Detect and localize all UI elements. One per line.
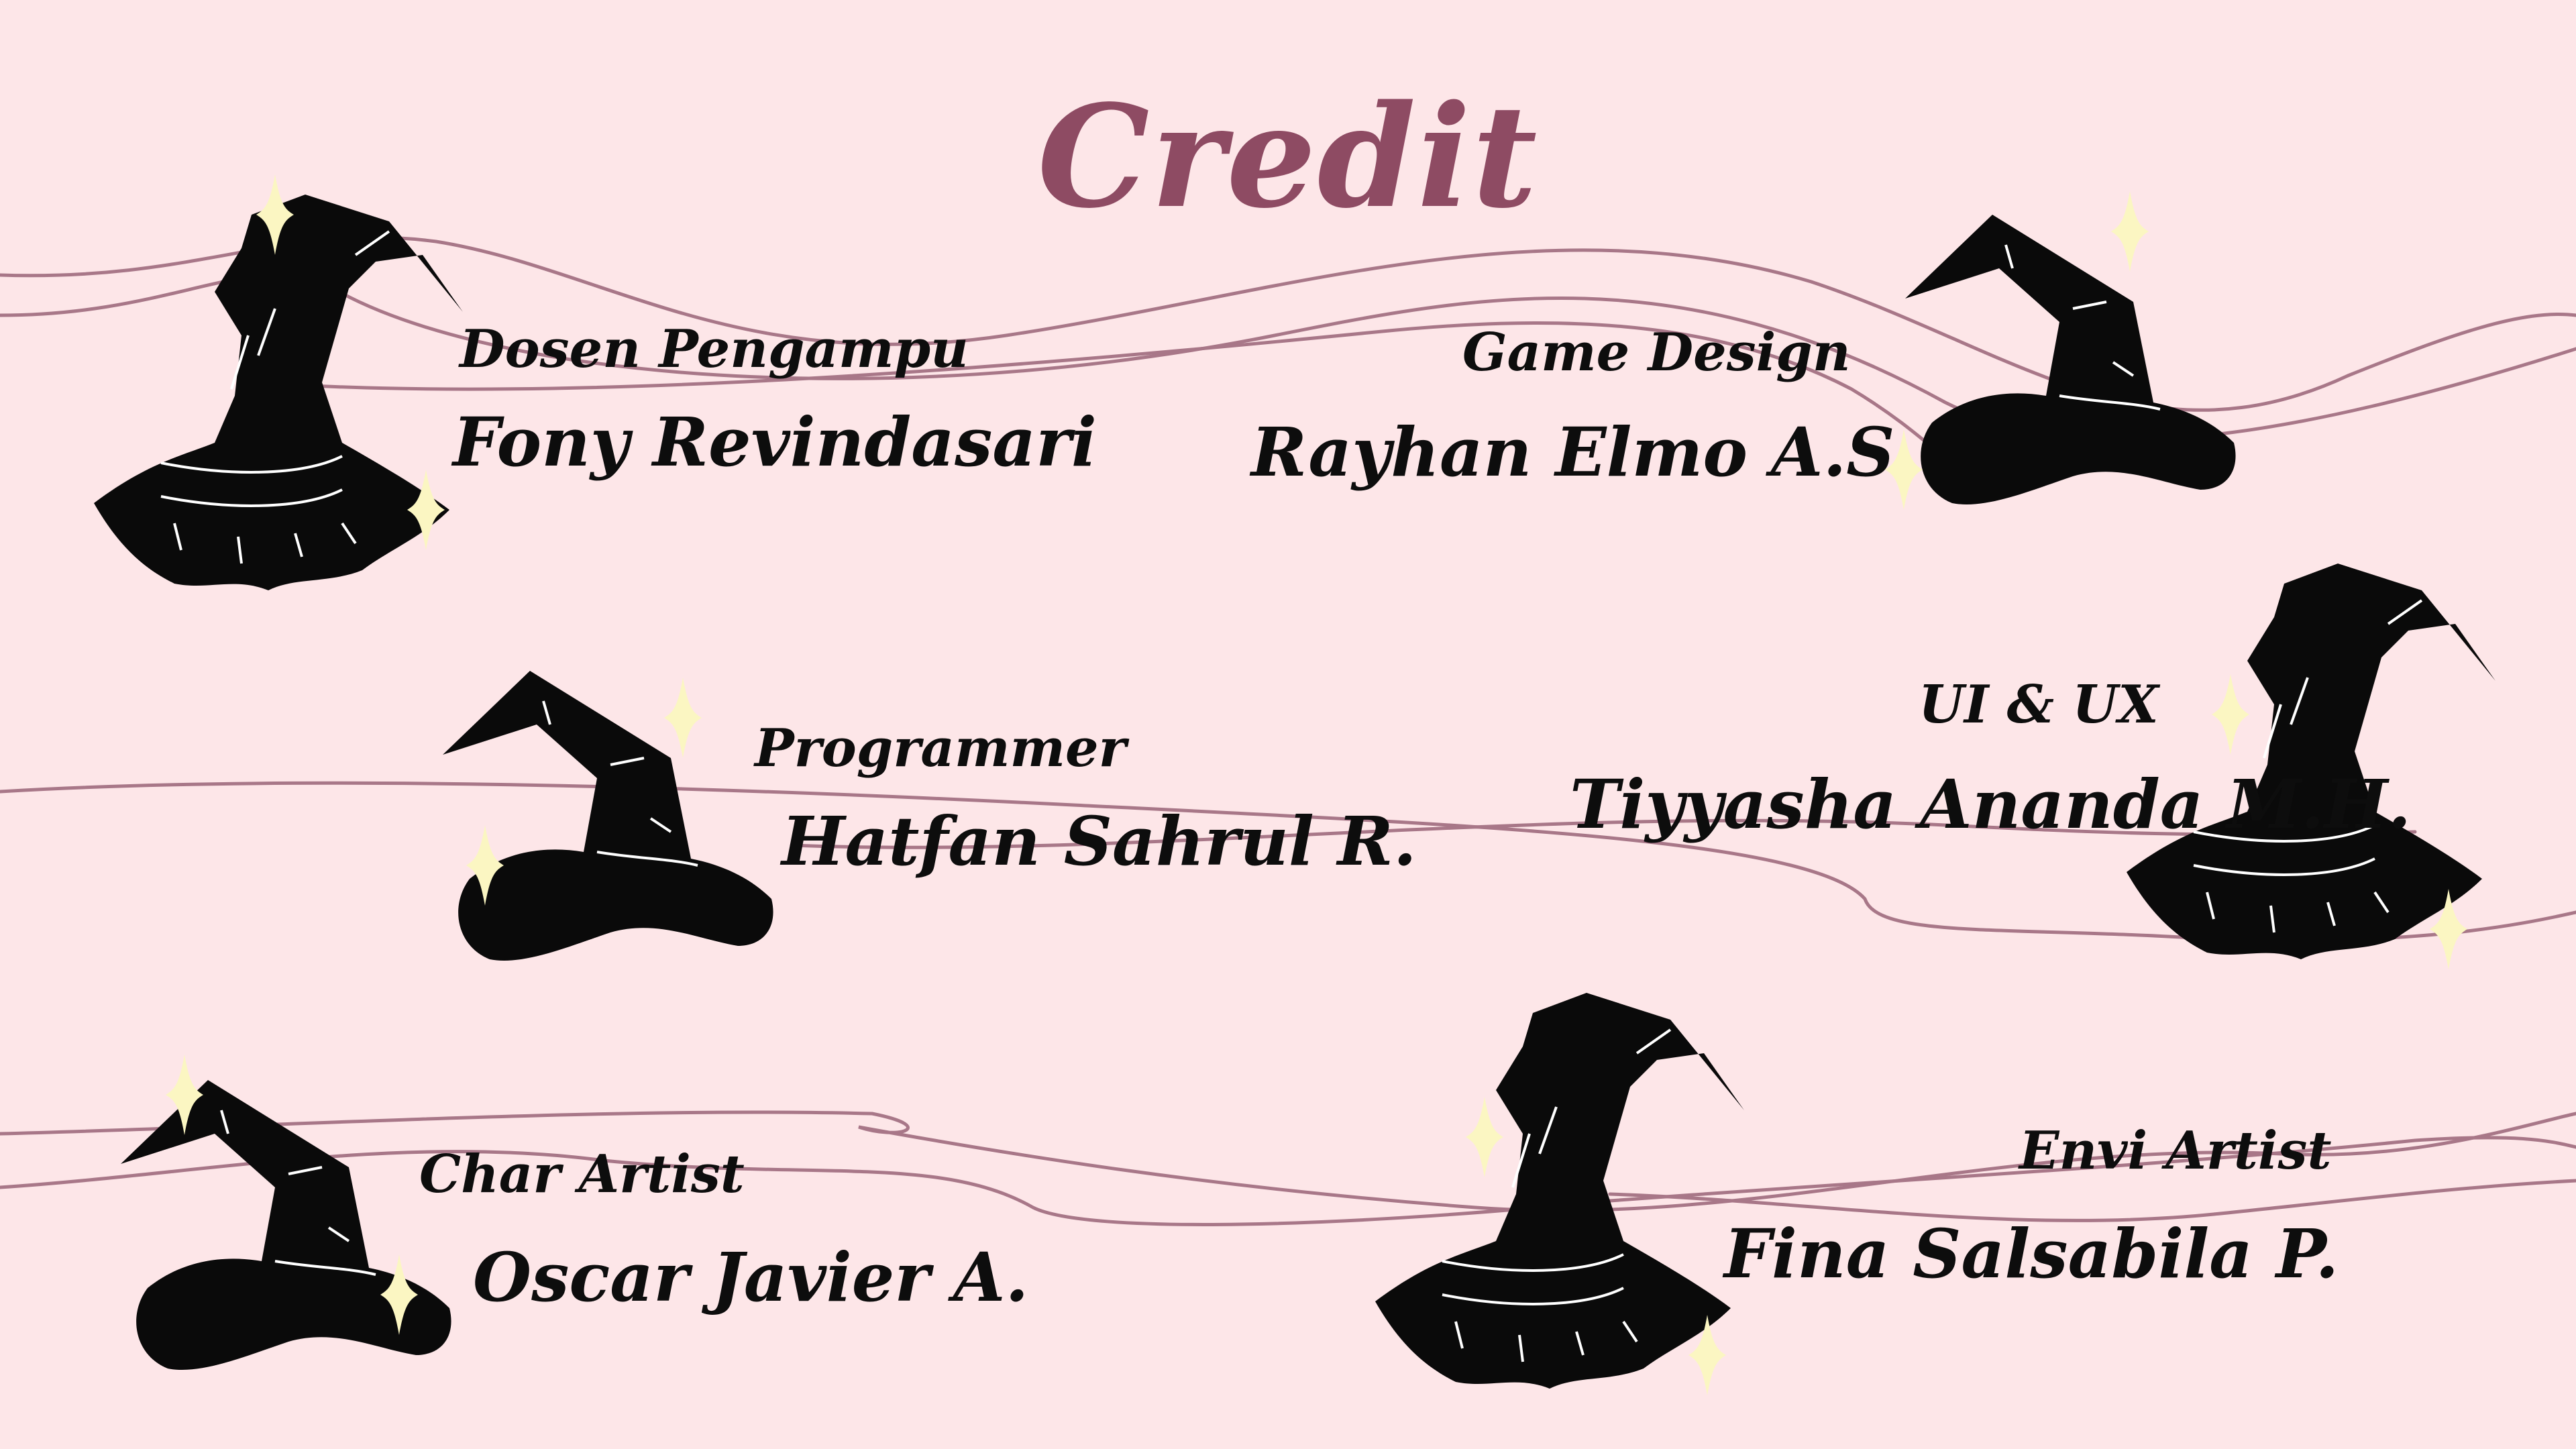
credit-role: Dosen Pengampu xyxy=(460,319,969,380)
credit-name: Hatfan Sahrul R. xyxy=(782,802,1417,881)
credit-role: UI & UX xyxy=(1919,674,2159,735)
credit-role: Game Design xyxy=(1462,322,1851,383)
sparkle-icon xyxy=(166,1055,203,1135)
credit-role: Programmer xyxy=(755,718,1126,779)
sparkle-icon xyxy=(407,470,445,550)
credit-name: Tiyyasha Ananda M.H. xyxy=(1570,765,2412,844)
witch-hat-icon xyxy=(121,1080,451,1370)
credit-name: Fina Salsabila P. xyxy=(1724,1214,2339,1293)
credit-role: Envi Artist xyxy=(2019,1120,2332,1181)
sparkle-icon xyxy=(664,678,702,758)
credit-name: Rayhan Elmo A.S xyxy=(1251,413,1895,492)
witch-hat-icon xyxy=(1905,215,2236,504)
credit-role: Char Artist xyxy=(419,1144,745,1205)
sparkle-icon xyxy=(380,1254,418,1335)
sparkle-icon xyxy=(1466,1097,1503,1177)
credit-name: Oscar Javier A. xyxy=(473,1238,1029,1317)
sparkle-icon xyxy=(1688,1315,1726,1395)
witch-hat-icon xyxy=(2127,564,2496,959)
credit-name: Fony Revindasari xyxy=(453,402,1097,482)
witch-hat-icon xyxy=(94,195,463,590)
witch-hat-icon xyxy=(443,671,773,961)
sparkle-icon xyxy=(2212,674,2249,755)
sparkle-icon xyxy=(2430,889,2467,969)
page-title: Credit xyxy=(1037,74,1539,239)
witch-hat-icon xyxy=(1375,993,1744,1389)
sparkle-icon xyxy=(466,825,504,906)
